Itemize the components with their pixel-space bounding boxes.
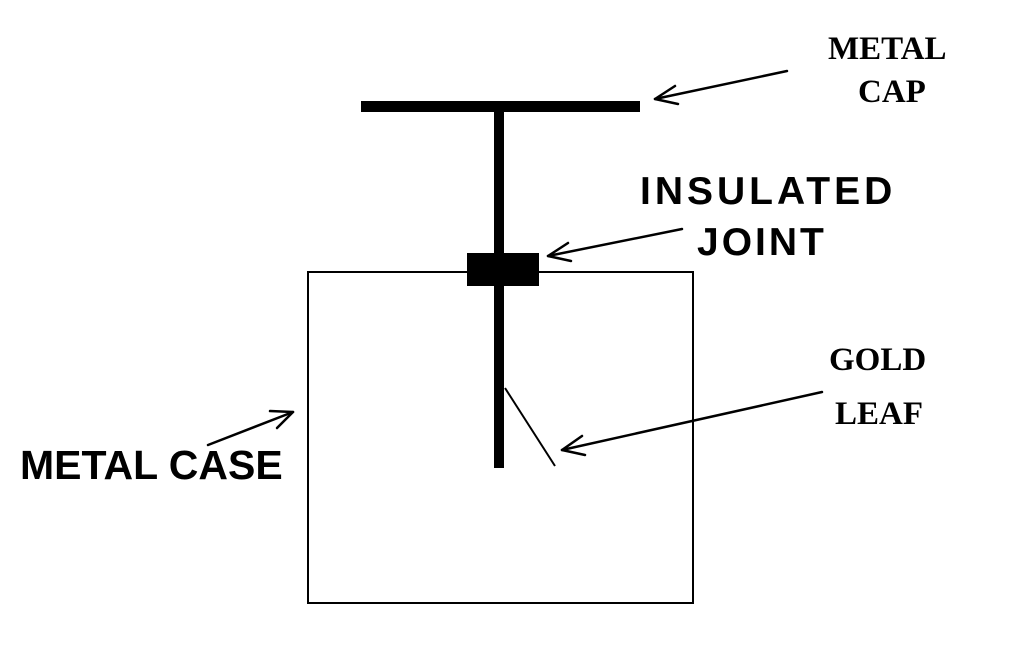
insulated-joint-arrow [546, 227, 684, 263]
gold-leaf [504, 387, 556, 467]
gold-leaf-label-line2: LEAF [835, 396, 923, 432]
metal-case-label: METAL CASE [20, 442, 283, 488]
insulated-joint-block [467, 253, 539, 286]
insulated-joint-label-line1: INSULATED [640, 170, 896, 213]
conducting-rod [494, 106, 504, 468]
metal-cap-label-line2: CAP [858, 74, 926, 110]
insulated-joint-label-line2: JOINT [697, 221, 827, 264]
metal-cap-arrow [653, 69, 789, 106]
metal-case-arrow [206, 409, 295, 447]
metal-cap-label-line1: METAL [828, 31, 947, 67]
gold-leaf-arrow [560, 390, 824, 457]
gold-leaf-label-line1: GOLD [829, 342, 926, 378]
